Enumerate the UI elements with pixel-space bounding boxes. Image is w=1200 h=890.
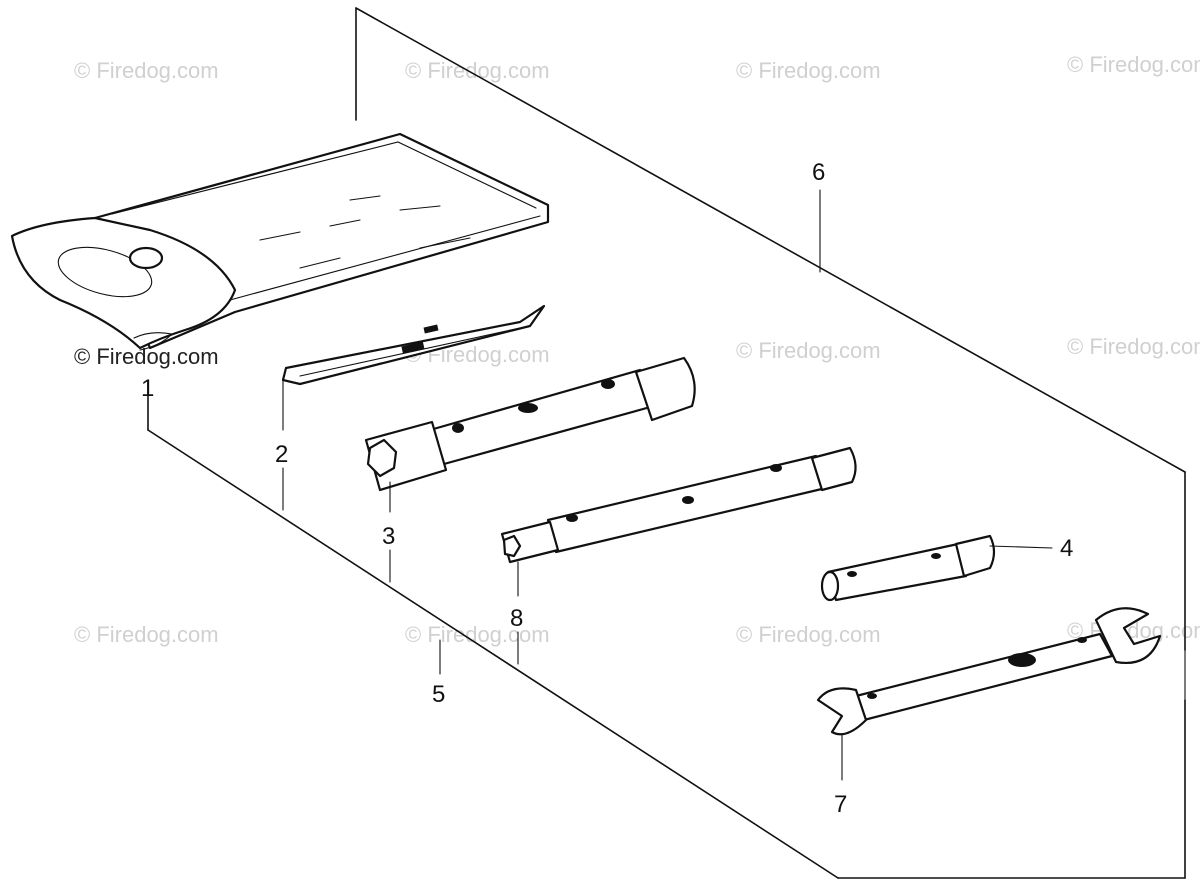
open-end-wrench: [816, 607, 1162, 736]
watermark: © Firedog.com: [736, 622, 881, 647]
assembly-bracket: [147, 7, 1186, 879]
callout-6: 6: [812, 159, 825, 186]
watermarks: © Firedog.com © Firedog.com © Firedog.co…: [74, 52, 1200, 647]
watermark: © Firedog.com: [1067, 52, 1200, 77]
watermark: © Firedog.com: [74, 58, 219, 83]
watermark: © Firedog.com: [736, 338, 881, 363]
leader-lines: [282, 189, 1186, 781]
box-wrench-medium: [500, 446, 857, 564]
tool-bag: [10, 132, 550, 351]
callout-4: 4: [1060, 535, 1073, 562]
callout-2: 2: [275, 441, 288, 468]
callouts: 1 2 3 4 5 6 7 8: [141, 159, 1073, 818]
watermark: © Firedog.com: [405, 58, 550, 83]
box-wrench-small: [820, 534, 996, 602]
callout-5: 5: [432, 681, 445, 708]
box-wrench-large: [364, 356, 696, 492]
watermark: © Firedog.com: [74, 622, 219, 647]
callout-7: 7: [834, 791, 847, 818]
watermark: © Firedog.com: [74, 344, 219, 369]
watermark: © Firedog.com: [405, 622, 550, 647]
callout-3: 3: [382, 523, 395, 550]
watermark: © Firedog.com: [1067, 334, 1200, 359]
watermark: © Firedog.com: [736, 58, 881, 83]
callout-1: 1: [141, 375, 154, 402]
callout-8: 8: [510, 605, 523, 632]
